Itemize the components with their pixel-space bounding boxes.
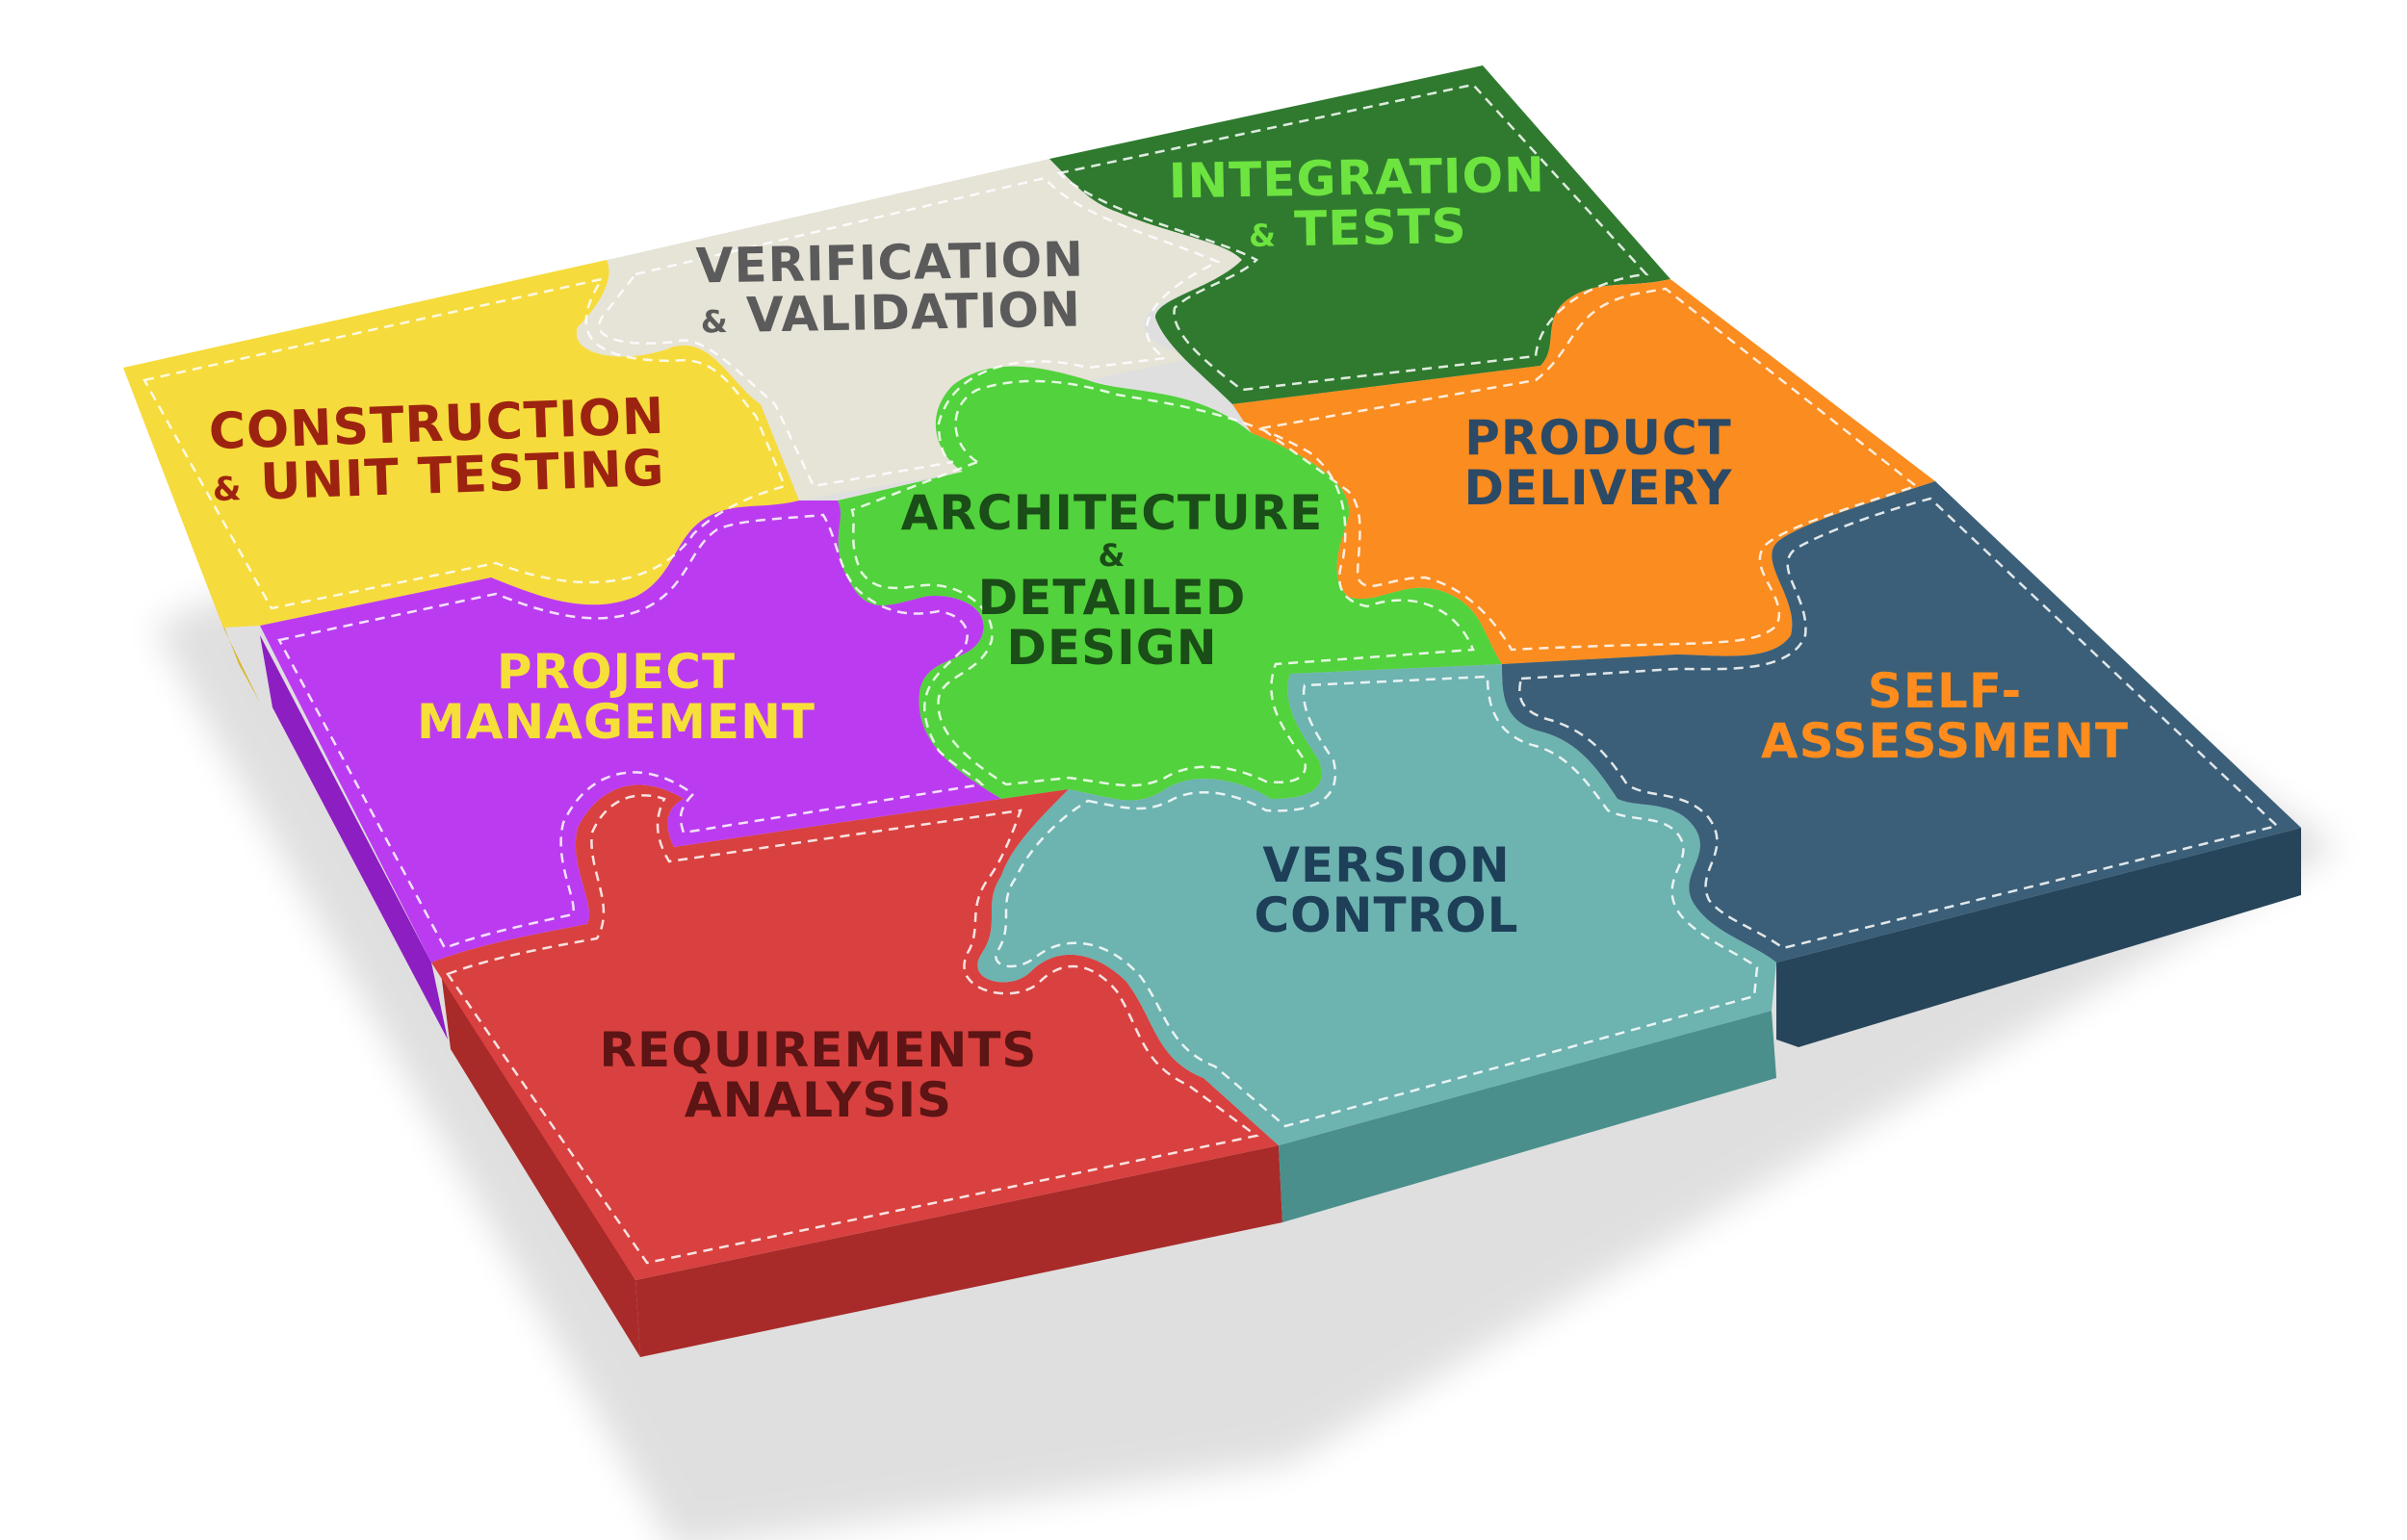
integration-line2: TESTS (1294, 198, 1467, 257)
svg-text:PROJECT: PROJECT (497, 644, 736, 700)
piece-product[interactable] (1232, 279, 1935, 664)
svg-text:DELIVERY: DELIVERY (1464, 460, 1733, 516)
label-selfassessment: SELF- ASSESSMENT (1761, 663, 2129, 769)
svg-text:VERSION: VERSION (1262, 837, 1510, 893)
side-faces (123, 368, 2301, 1357)
integration-amp: & (1249, 217, 1278, 253)
selfassessment-line1: SELF- (1868, 663, 2022, 719)
side-versioncontrol-front (1279, 1011, 1776, 1222)
svg-text:INTEGRATION: INTEGRATION (1168, 147, 1545, 210)
product-line1: PRODUCT (1464, 410, 1732, 466)
top-faces (123, 65, 2301, 1280)
construction-amp: & (212, 470, 243, 509)
svg-text:ANALYSIS: ANALYSIS (685, 1072, 952, 1128)
versioncontrol-line1: VERSION (1262, 837, 1510, 893)
label-verification: VERIFICATION & VALIDATION (695, 231, 1084, 345)
project-line2: MANAGEMENT (417, 694, 815, 750)
label-integration: INTEGRATION & TESTS (1168, 147, 1545, 258)
verification-line2: VALIDATION (746, 282, 1082, 344)
piece-construction[interactable] (123, 260, 799, 628)
piece-project[interactable] (260, 500, 1001, 962)
svg-text:PRODUCT: PRODUCT (1464, 410, 1732, 466)
svg-text:VERIFICATION: VERIFICATION (695, 231, 1084, 294)
construction-line2: UNIT TESTING (259, 440, 665, 512)
requirements-line1: REQUIREMENTS (600, 1022, 1038, 1078)
product-line2: DELIVERY (1464, 460, 1733, 516)
verification-amp: & (700, 303, 729, 340)
selfassessment-line2: ASSESSMENT (1761, 713, 2129, 769)
piece-versioncontrol[interactable] (977, 664, 1776, 1145)
piece-verification[interactable] (576, 159, 1242, 500)
label-architecture: ARCHITECTURE & DETAILED DESIGN (901, 485, 1324, 676)
requirements-line2: ANALYSIS (685, 1072, 952, 1128)
integration-line1: INTEGRATION (1168, 147, 1545, 210)
architecture-line2: DETAILED (978, 570, 1247, 626)
verification-line1: VERIFICATION (695, 231, 1084, 294)
svg-text:SELF-: SELF- (1868, 663, 2022, 719)
svg-text:REQUIREMENTS: REQUIREMENTS (600, 1022, 1038, 1078)
piece-integration[interactable] (1049, 65, 1670, 404)
label-requirements: REQUIREMENTS ANALYSIS (600, 1022, 1038, 1128)
svg-text:ARCHITECTURE: ARCHITECTURE (901, 485, 1324, 541)
svg-text:&: & (1099, 537, 1126, 574)
architecture-amp: & (1099, 537, 1126, 574)
side-requirements-left (441, 972, 640, 1357)
svg-text:& VALIDATION: & VALIDATION (700, 282, 1081, 345)
piece-selfassessment[interactable] (1502, 481, 2301, 962)
architecture-line3: DESIGN (1006, 620, 1217, 676)
side-requirements-front (635, 1145, 1282, 1357)
svg-text:ASSESSMENT: ASSESSMENT (1761, 713, 2129, 769)
piece-architecture[interactable] (838, 366, 1502, 801)
project-line1: PROJECT (497, 644, 736, 700)
versioncontrol-line2: CONTROL (1254, 887, 1518, 943)
svg-text:MANAGEMENT: MANAGEMENT (417, 694, 815, 750)
side-project (260, 635, 448, 1040)
label-versioncontrol: VERSION CONTROL (1254, 837, 1518, 943)
label-construction: CONSTRUCTION & UNIT TESTING (208, 388, 666, 513)
stitching (142, 83, 2280, 1265)
svg-text:DETAILED: DETAILED (978, 570, 1247, 626)
labels: CONSTRUCTION & UNIT TESTING VERIFICATION… (208, 147, 2129, 1128)
architecture-line1: ARCHITECTURE (901, 485, 1324, 541)
svg-text:CONTROL: CONTROL (1254, 887, 1518, 943)
svg-text:& TESTS: & TESTS (1248, 198, 1467, 258)
label-product: PRODUCT DELIVERY (1464, 410, 1733, 516)
svg-text:DESIGN: DESIGN (1006, 620, 1217, 676)
svg-text:& UNIT TESTING: & UNIT TESTING (212, 440, 666, 513)
side-selfassessment (1776, 828, 2301, 1047)
label-project: PROJECT MANAGEMENT (417, 644, 815, 750)
piece-requirements[interactable] (431, 784, 1279, 1280)
